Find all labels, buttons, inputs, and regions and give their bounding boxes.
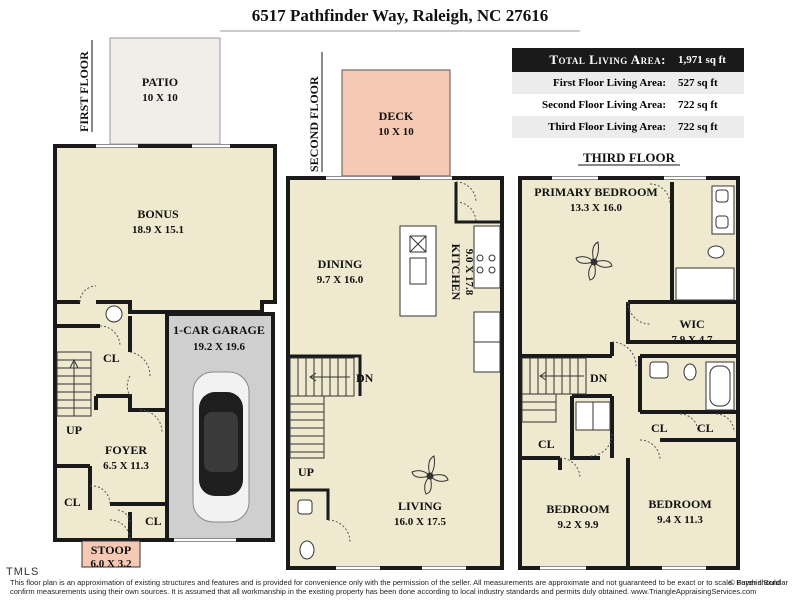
garage-label: 1-CAR GARAGE (173, 323, 265, 337)
second-floor-title: SECOND FLOOR (307, 76, 321, 172)
first-floor-closet-label-3: CL (145, 514, 162, 528)
third-floor-interior-walls (520, 182, 736, 568)
wic-dim: 7.9 X 4.7 (672, 334, 713, 346)
second-floor-up-label: UP (298, 465, 314, 479)
credit-text: © Farshid Bondar (729, 578, 788, 587)
first-floor-closet-label-1: CL (103, 351, 120, 365)
third-floor-area-value: 722 sq ft (672, 116, 744, 138)
second-floor-plan: DECK 10 X 10 DINING 9.7 X 16.0 KITCHEN 9… (286, 52, 504, 570)
first-floor-area-row: First Floor Living Area: 527 sq ft (512, 72, 744, 94)
title-underline (220, 30, 580, 32)
living-dim: 16.0 X 17.5 (394, 516, 446, 528)
bedroom-right-dim: 9.4 X 11.3 (657, 514, 703, 526)
primary-bedroom-dim: 13.3 X 16.0 (570, 202, 622, 214)
first-floor-up-label: UP (66, 423, 82, 437)
first-floor-interior-walls (55, 300, 167, 540)
patio-label: PATIO (142, 75, 178, 89)
pantry-wall (454, 182, 500, 224)
second-floor-outline (286, 176, 504, 570)
second-floor-windows (326, 176, 466, 570)
first-floor-windows (96, 144, 236, 542)
living-label: LIVING (398, 499, 442, 513)
bonus-dim: 18.9 X 15.1 (132, 224, 184, 236)
third-floor-closet-label-2: CL (651, 421, 668, 435)
kitchen-counter (473, 225, 501, 289)
kitchen-dim: 9.0 X 17.8 (463, 249, 475, 296)
mls-logo: TMLS (6, 566, 40, 578)
third-floor-stairs (521, 357, 587, 423)
first-floor-stairs (56, 351, 92, 417)
half-bath-wall (290, 488, 330, 520)
half-bath-sink-icon (297, 499, 313, 515)
kitchen-label: KITCHEN (449, 244, 463, 301)
second-floor-area-value: 722 sq ft (672, 94, 744, 116)
total-area-label: Total Living Area: (512, 48, 672, 72)
kitchen-island (399, 225, 437, 317)
third-floor-closet-label-3: CL (697, 421, 714, 435)
stoop-label: STOOP (91, 543, 131, 557)
patio-dim: 10 X 10 (142, 92, 178, 104)
deck-label: DECK (379, 109, 414, 123)
third-floor-area-row: Third Floor Living Area: 722 sq ft (512, 116, 744, 138)
third-floor-plan: THIRD FLOOR (518, 150, 740, 570)
sink-icon (409, 257, 427, 285)
bedroom-left-label: BEDROOM (546, 502, 609, 516)
first-floor-closet-label-2: CL (64, 495, 81, 509)
living-ceiling-fan-icon (411, 455, 449, 495)
garage-dim: 19.2 X 19.6 (193, 341, 245, 353)
hall-bath-toilet-icon (683, 363, 697, 381)
second-floor-area-row: Second Floor Living Area: 722 sq ft (512, 94, 744, 116)
first-floor-area-label: First Floor Living Area: (512, 72, 672, 94)
third-floor-door-swings (559, 183, 735, 479)
shower-icon (675, 267, 735, 301)
cooktop-icon (409, 235, 427, 253)
first-floor-door-swings (79, 285, 163, 541)
half-bath-toilet-icon (299, 540, 315, 560)
second-floor-area-label: Second Floor Living Area: (512, 94, 672, 116)
total-area-value: 1,971 sq ft (672, 48, 744, 72)
second-floor-down-label: DN (356, 371, 374, 385)
bonus-label: BONUS (137, 207, 179, 221)
vanity-icon (711, 185, 735, 235)
dining-dim: 9.7 X 16.0 (317, 274, 364, 286)
first-floor-title: FIRST FLOOR (77, 51, 91, 132)
deck-area (341, 69, 451, 177)
third-floor-closet-label-1: CL (538, 437, 555, 451)
bedroom-left-dim: 9.2 X 9.9 (558, 519, 599, 531)
third-floor-title: THIRD FLOOR (583, 150, 676, 165)
third-floor-down-label: DN (590, 371, 608, 385)
stoop-dim: 6.0 X 3.2 (91, 558, 132, 570)
third-floor-area-label: Third Floor Living Area: (512, 116, 672, 138)
second-floor-stairs (289, 357, 355, 459)
first-floor-plan: PATIO 10 X 10 BONUS 18.9 X 15.1 1-CAR GA… (53, 37, 277, 570)
primary-bedroom-label: PRIMARY BEDROOM (534, 185, 657, 199)
stoop-area (81, 540, 141, 568)
page-title: 6517 Pathfinder Way, Raleigh, NC 27616 (251, 6, 549, 25)
bedroom-right-label: BEDROOM (648, 497, 711, 511)
foyer-dim: 6.5 X 11.3 (103, 460, 149, 472)
patio-area (109, 37, 221, 145)
deck-dim: 10 X 10 (378, 126, 414, 138)
third-floor-windows (540, 176, 706, 570)
disclaimer-text: This floor plan is an approximation of e… (10, 578, 781, 596)
toilet-icon (707, 245, 725, 259)
primary-ceiling-fan-icon (575, 241, 613, 281)
first-floor-area-value: 527 sq ft (672, 72, 744, 94)
total-area-row: Total Living Area: 1,971 sq ft (512, 48, 744, 72)
living-area-table: Total Living Area: 1,971 sq ft First Flo… (512, 48, 744, 138)
wic-label: WIC (679, 317, 704, 331)
hall-bath-sink-icon (649, 361, 669, 379)
car-icon (192, 371, 250, 523)
foyer-label: FOYER (105, 443, 147, 457)
dining-label: DINING (318, 257, 363, 271)
range-icon (476, 254, 496, 274)
water-heater-icon (105, 305, 123, 323)
